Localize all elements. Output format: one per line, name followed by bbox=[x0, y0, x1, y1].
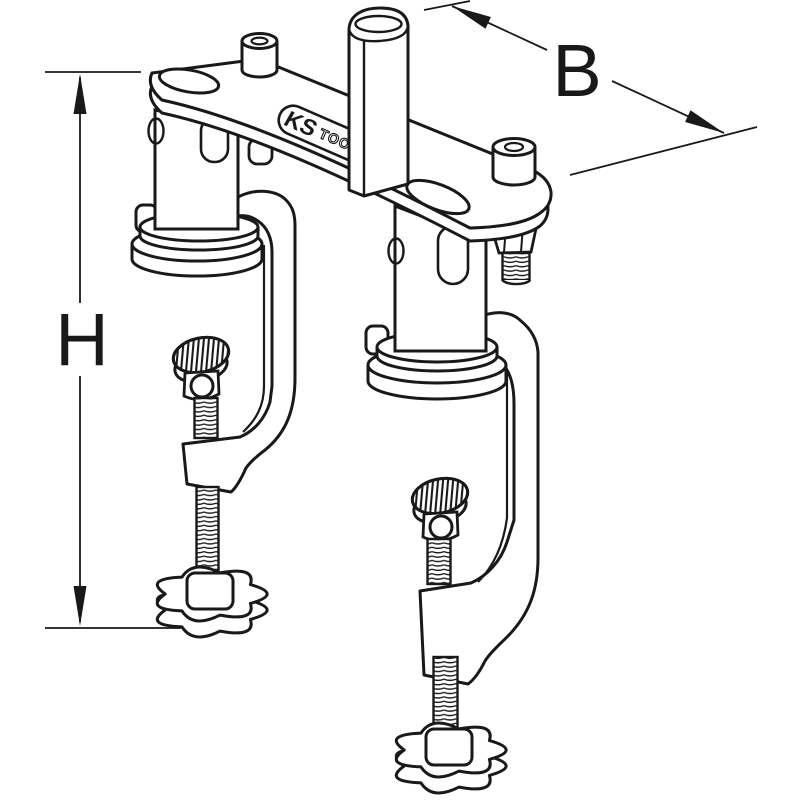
thumb-screw-right bbox=[410, 476, 470, 586]
clamp-frame-left bbox=[181, 189, 297, 494]
thumb-screw-left bbox=[171, 335, 231, 440]
clamp-frame-left-inner-edge bbox=[242, 245, 266, 433]
locating-pin-right bbox=[491, 137, 537, 187]
support-post-right bbox=[387, 203, 488, 353]
plate-slot-hole-left bbox=[157, 67, 221, 95]
threaded-rod-upper-right bbox=[426, 537, 452, 586]
star-knob-right bbox=[394, 721, 508, 795]
hex-stud-bore bbox=[354, 14, 403, 34]
width-extension-line-left bbox=[423, 0, 471, 11]
locating-pin-left bbox=[240, 32, 279, 79]
pin-bore-left bbox=[250, 36, 269, 46]
height-dimension bbox=[45, 71, 181, 629]
threaded-rod-lower-left bbox=[195, 485, 220, 578]
clamp-frame-right-inner-edge bbox=[477, 370, 509, 583]
height-dimension-label: H bbox=[55, 298, 108, 381]
threaded-rod-lower-right bbox=[432, 655, 459, 733]
arrow-up-left-icon bbox=[452, 6, 491, 29]
tommy-bar-hole-right bbox=[428, 514, 454, 540]
threaded-rod-upper-left bbox=[193, 396, 219, 440]
flange-front-rims bbox=[130, 226, 508, 385]
width-dimension bbox=[423, 0, 758, 176]
width-dimension-label: B bbox=[552, 29, 601, 112]
arrow-down-right-icon bbox=[685, 110, 724, 133]
hex-drive-stud bbox=[347, 6, 410, 198]
tommy-bar-hole-left bbox=[189, 373, 215, 399]
arrow-down-icon bbox=[73, 586, 87, 626]
c-clamp-left bbox=[181, 189, 297, 494]
width-extension-line-right bbox=[569, 126, 758, 176]
stud-threads bbox=[501, 251, 531, 282]
pin-bore-right bbox=[503, 141, 525, 153]
arrow-up-icon bbox=[73, 74, 87, 114]
star-knob-left bbox=[155, 565, 269, 639]
